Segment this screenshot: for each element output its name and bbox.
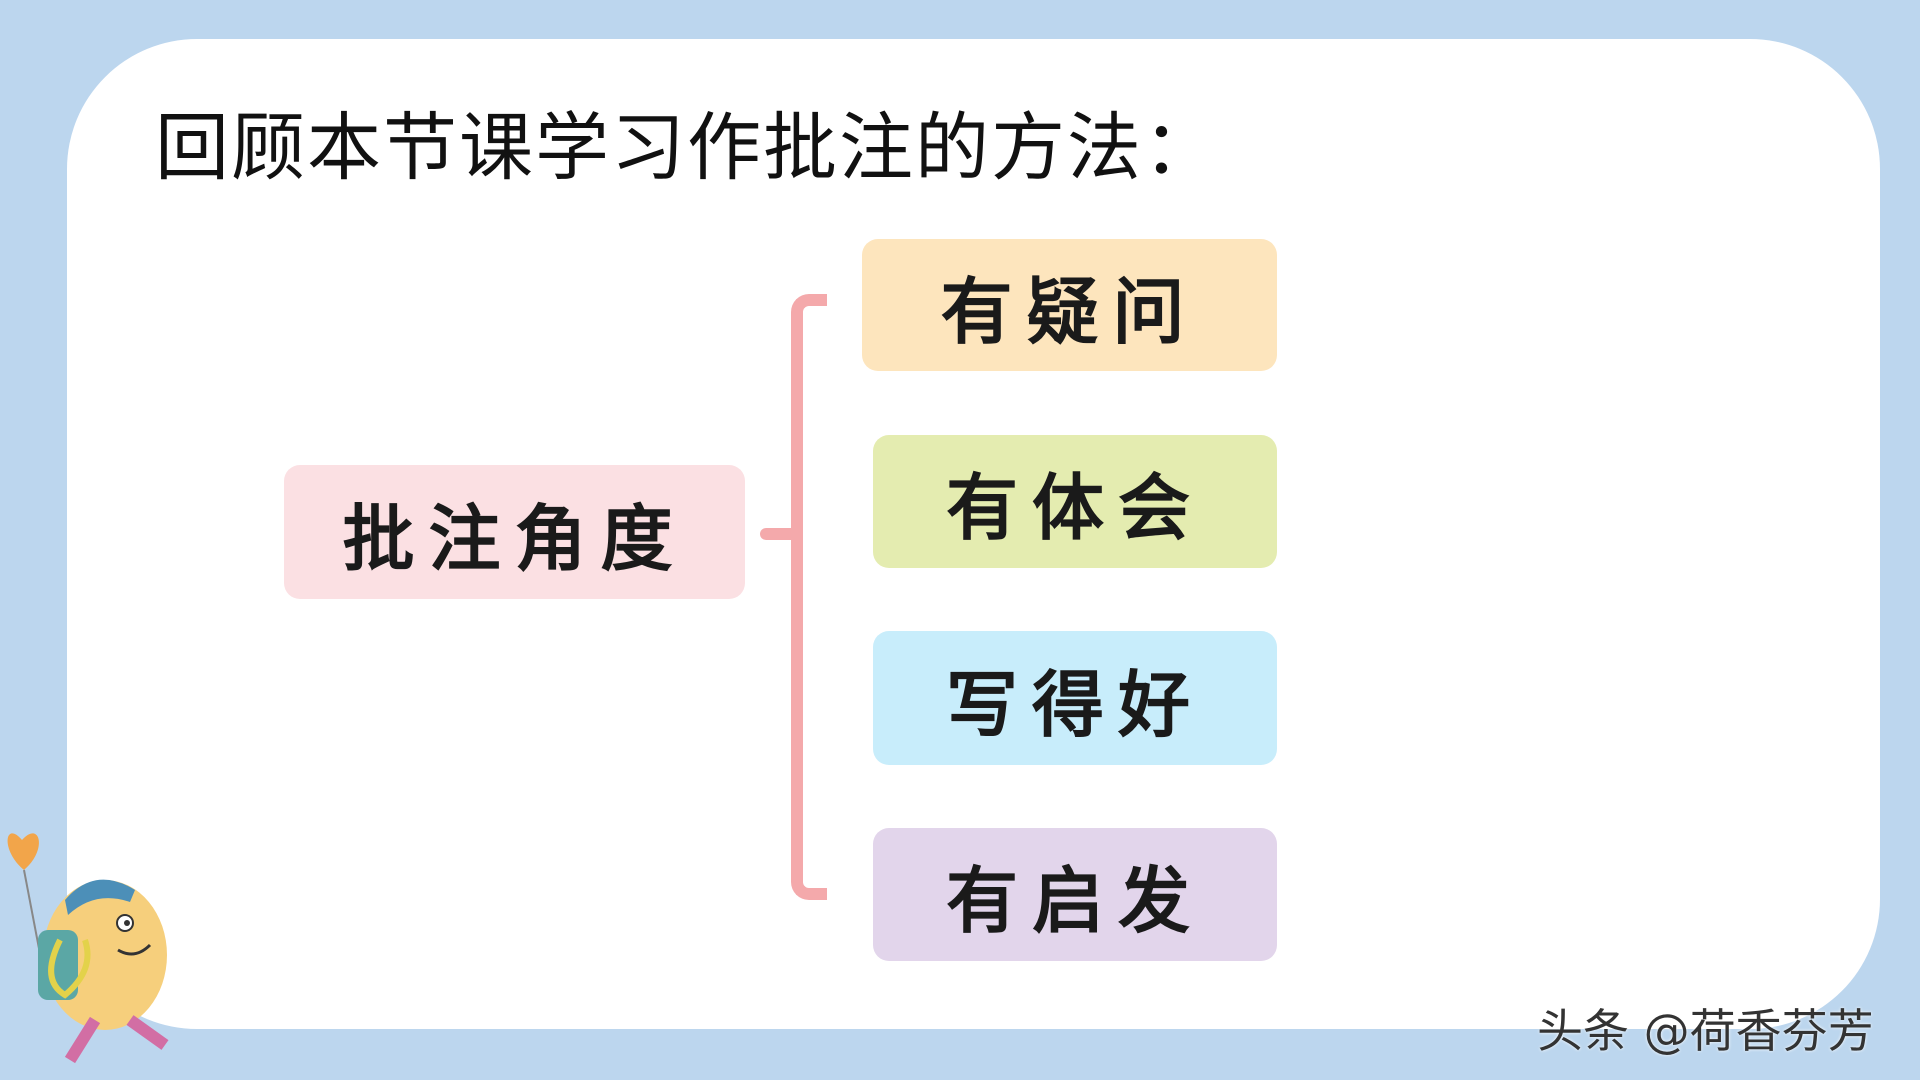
watermark: 头条 @荷香芬芳: [1537, 1004, 1874, 1058]
mascot-illustration: [7, 833, 169, 1064]
branch-node-4: 有启发: [873, 828, 1277, 961]
slide-title: 回顾本节课学习作批注的方法：: [155, 105, 1219, 191]
branch-node-3: 写得好: [873, 631, 1277, 765]
branch-node-2: 有体会: [873, 435, 1277, 568]
branch-node-1: 有疑问: [862, 239, 1277, 371]
bracket-connector: [760, 528, 798, 540]
bracket: [791, 294, 827, 900]
root-node: 批注角度: [284, 465, 745, 599]
